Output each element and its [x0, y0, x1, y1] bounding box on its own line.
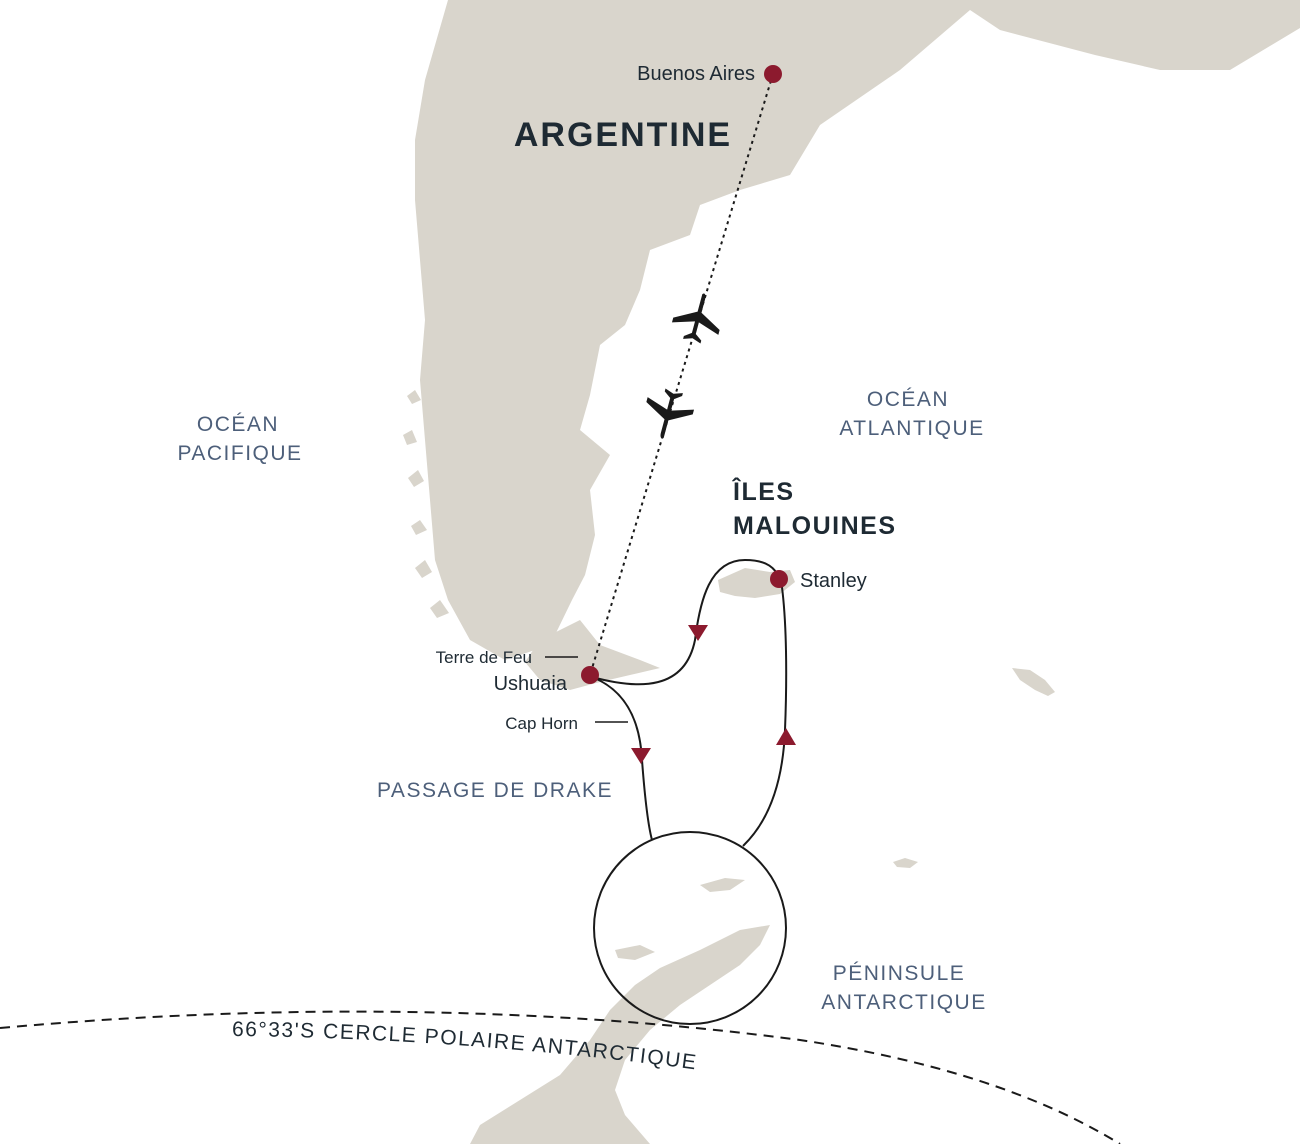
airplane-icon [671, 293, 720, 344]
peninsula-label-line2: ANTARCTIQUE [821, 991, 986, 1014]
city-marker-icon [581, 666, 599, 684]
voyage-route [591, 558, 788, 847]
route-arrow-icon [631, 625, 796, 764]
ocean-label-pacific-line2: PACIFIQUE [177, 442, 302, 465]
islands-label-line1: ÎLES [731, 476, 795, 506]
buenos-aires-label: Buenos Aires [637, 63, 755, 85]
stanley-label: Stanley [800, 570, 867, 592]
land-south-america [415, 0, 1300, 690]
country-label-argentine: ARGENTINE [514, 116, 732, 154]
ocean-label-atlantic-line2: ATLANTIQUE [839, 417, 984, 440]
land-antarctica [470, 878, 770, 1144]
terre-de-feu-label: Terre de Feu [436, 648, 532, 667]
ocean-label-pacific-line1: OCÉAN [197, 413, 279, 436]
city-marker-icon [764, 65, 782, 83]
drake-passage-label: PASSAGE DE DRAKE [377, 779, 613, 802]
cap-horn-label: Cap Horn [505, 714, 578, 733]
west-coast-islands [403, 390, 449, 618]
ushuaia-label: Ushuaia [494, 673, 568, 695]
peninsula-label-line1: PÉNINSULE [833, 962, 966, 985]
airplane-icon [646, 388, 695, 439]
land-south-orkney [893, 858, 918, 868]
islands-label-line2: MALOUINES [733, 512, 897, 540]
antarctic-peninsula-region-circle [593, 831, 787, 1025]
city-marker-icon [770, 570, 788, 588]
land-south-georgia [1012, 668, 1055, 696]
ocean-label-atlantic-line1: OCÉAN [867, 388, 949, 411]
